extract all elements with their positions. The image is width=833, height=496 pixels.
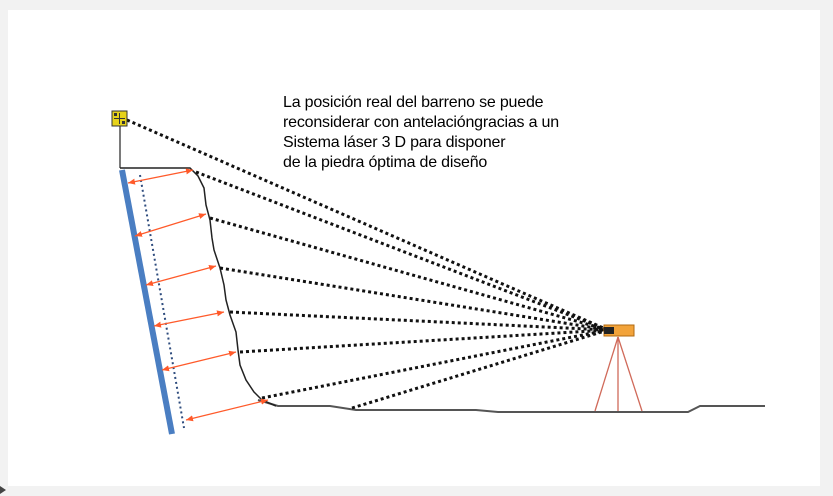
burden-arrow <box>161 350 237 372</box>
caption-line: Sistema láser 3 D para disponer <box>283 134 506 151</box>
burden-arrow <box>134 213 207 237</box>
burden-arrows <box>127 168 269 422</box>
panel-background <box>8 10 820 486</box>
scan-rays <box>126 118 609 410</box>
tripod-leg <box>617 336 643 412</box>
scan-ray <box>209 216 609 332</box>
burden-arrow <box>185 398 269 422</box>
rock-face-line <box>120 167 277 407</box>
survey-target-icon <box>111 110 128 127</box>
scan-ray <box>261 328 609 400</box>
caption-line: de la piedra óptima de diseño <box>283 154 488 171</box>
burden-arrow <box>127 168 194 185</box>
caption-line: reconsiderar con antelacióngracias a un <box>283 114 559 131</box>
borehole-line <box>119 169 175 435</box>
tripod-leg <box>594 336 619 412</box>
burden-arrow <box>145 264 217 287</box>
tripod <box>594 336 643 412</box>
scan-ray <box>239 328 609 354</box>
laser-scanner-icon <box>603 324 635 337</box>
scan-ray <box>195 170 609 332</box>
burden-arrow <box>153 310 225 328</box>
caption-line: La posición real del barreno se puede <box>283 94 544 111</box>
diagram-caption: La posición real del barreno se puede re… <box>283 93 663 173</box>
scan-ray <box>351 328 609 410</box>
ground-line <box>257 399 765 413</box>
corner-mark-icon <box>0 486 6 494</box>
